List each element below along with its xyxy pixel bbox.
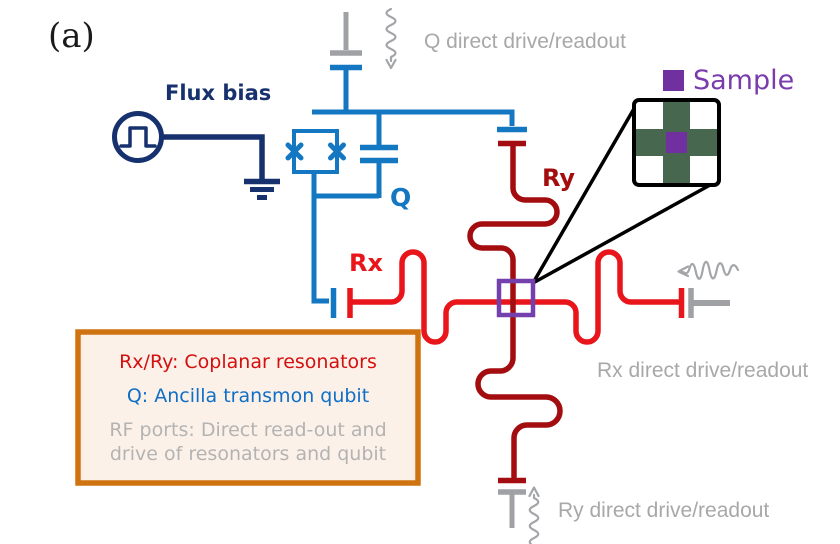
rx-label: Rx xyxy=(349,249,383,277)
panel-label: (a) xyxy=(48,16,95,56)
flux-bias-source xyxy=(112,111,280,200)
legend-qubit-text: Q: Ancilla transmon qubit xyxy=(127,385,369,407)
pulse-source-circle xyxy=(112,111,164,163)
qubit-circuit xyxy=(285,64,527,318)
legend-rf-ports-text-line1: RF ports: Direct read-out and xyxy=(109,419,386,441)
flux-bias-wire xyxy=(161,134,265,179)
legend-rf-ports-text-line2: drive of resonators and qubit xyxy=(110,443,386,465)
sample-inset xyxy=(632,98,721,187)
ry-meander-line xyxy=(467,143,563,480)
ry-drive-squiggle-arrow-icon xyxy=(528,486,540,544)
rx-drive-squiggle-arrow-icon xyxy=(677,260,740,280)
sample-swatch xyxy=(663,70,684,91)
q-drive-squiggle-arrow-icon xyxy=(385,7,397,70)
ry-label: Ry xyxy=(542,164,575,192)
drive-arrows xyxy=(385,7,740,544)
qubit-bus-wire xyxy=(312,109,515,126)
sample-crossing-square xyxy=(496,278,536,318)
squid-loop xyxy=(292,129,339,174)
pulse-waveform-icon xyxy=(119,126,157,148)
josephson-junction-right-icon xyxy=(328,142,346,161)
legend-resonators-text: Rx/Ry: Coplanar resonators xyxy=(119,351,377,373)
rx-port-label: Rx direct drive/readout xyxy=(597,359,808,382)
resonator-ry xyxy=(467,140,563,484)
flux-bias-label: Flux bias xyxy=(165,81,271,105)
josephson-junction-left-icon xyxy=(285,142,304,161)
rf-ports xyxy=(330,12,730,528)
qubit-label: Q xyxy=(390,183,411,212)
callout-lines xyxy=(531,101,718,285)
ry-port-label: Ry direct drive/readout xyxy=(558,499,769,522)
legend-box xyxy=(75,329,421,486)
qubit-capacitor-plates xyxy=(360,144,398,164)
sample-label: Sample xyxy=(693,65,794,96)
q-port-label: Q direct drive/readout xyxy=(424,30,626,53)
inset-sample-square xyxy=(666,132,687,153)
